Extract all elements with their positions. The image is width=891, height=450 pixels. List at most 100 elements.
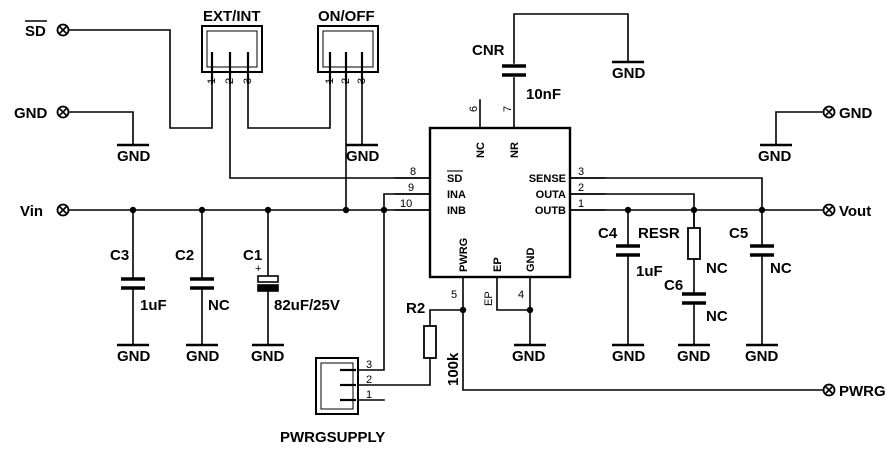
c6-value: NC [706, 308, 728, 325]
ext-int-label: EXT/INT [203, 8, 261, 25]
terminal-vout[interactable]: Vout [822, 203, 872, 220]
resistor-resr[interactable]: RESR NC [638, 225, 728, 277]
chip-pin-5-num: 5 [451, 289, 457, 301]
on-off-pin-3: 3 [356, 78, 368, 84]
resr-ref: RESR [638, 225, 680, 242]
c3-ref: C3 [110, 247, 129, 264]
ground-cnr: GND [612, 60, 646, 82]
ground-chip: GND [512, 343, 546, 365]
c5-value: NC [770, 260, 792, 277]
chip-pin-8-num: 8 [410, 166, 416, 178]
ground-symbols: GND GND GND GND GND GND GND [117, 60, 792, 365]
capacitor-c2[interactable]: C2 NC [175, 247, 230, 314]
ext-int-pin-1: 1 [206, 78, 218, 84]
capacitor-c5[interactable]: C5 NC [729, 225, 792, 277]
c6-ref: C6 [664, 277, 683, 294]
on-off-label: ON/OFF [318, 8, 375, 25]
chip-pin-ina-name: INA [447, 189, 466, 201]
c3-value: 1uF [140, 297, 167, 314]
ground-label: GND [186, 348, 220, 365]
resr-value: NC [706, 260, 728, 277]
chip-pin-4-num: 4 [518, 289, 524, 301]
c1-ref: C1 [243, 247, 262, 264]
c2-value: NC [208, 297, 230, 314]
ground-left-terminal: GND [117, 143, 151, 165]
r2-value: 100k [445, 352, 462, 386]
ground-c1: GND [251, 343, 285, 365]
chip-pin-gnd-name: GND [525, 248, 537, 273]
resistor-r2[interactable]: R2 100k [406, 300, 462, 386]
ground-c3: GND [117, 343, 151, 365]
pwrgsupply-pin-3: 3 [366, 359, 372, 371]
ground-label: GND [677, 348, 711, 365]
chip-pin-inb-name: INB [447, 205, 466, 217]
terminal-vin[interactable]: Vin [20, 203, 70, 220]
ground-label: GND [612, 348, 646, 365]
c5-ref: C5 [729, 225, 748, 242]
chip-pin-3-num: 3 [578, 166, 584, 178]
connector-pwrgsupply[interactable]: 3 2 1 PWRGSUPPLY [280, 357, 385, 446]
ground-label: GND [758, 148, 792, 165]
chip-pin-6-num: 6 [468, 106, 480, 112]
chip-pin-outa-name: OUTA [536, 189, 566, 201]
chip-pin-1-num: 1 [578, 198, 584, 210]
ground-c5: GND [745, 343, 779, 365]
capacitor-c1[interactable]: + C1 82uF/25V [243, 247, 340, 314]
gnd-left-label: GND [14, 105, 48, 122]
ground-c2: GND [186, 343, 220, 365]
chip-pin-sd-name: SD [447, 173, 462, 185]
ground-label: GND [346, 148, 380, 165]
chip-pin-7-num: 7 [502, 106, 514, 112]
chip-pin-10-num: 10 [400, 198, 412, 210]
r2-ref: R2 [406, 300, 425, 317]
c1-polarity-mark: + [255, 263, 261, 275]
chip-pin-ep-name: EP [492, 257, 504, 272]
connector-on-off[interactable]: ON/OFF 1 2 3 [317, 8, 379, 84]
on-off-pin-2: 2 [340, 78, 352, 84]
capacitor-c4[interactable]: C4 1uF [598, 225, 663, 280]
ground-label: GND [612, 65, 646, 82]
gnd-right-label: GND [839, 105, 873, 122]
vin-label: Vin [20, 203, 43, 220]
capacitor-c6[interactable]: C6 NC [664, 277, 728, 325]
ground-label: GND [251, 348, 285, 365]
ground-on-off: GND [346, 143, 380, 165]
junction-dots [129, 206, 766, 314]
ground-c6: GND [677, 343, 711, 365]
chip-ep-pad-label: EP [483, 291, 495, 306]
ext-int-pin-3: 3 [242, 78, 254, 84]
ground-right-terminal: GND [758, 143, 792, 165]
ground-label: GND [117, 148, 151, 165]
pwrgsupply-pin-2: 2 [366, 374, 372, 386]
on-off-pin-1: 1 [324, 78, 336, 84]
terminal-sd[interactable]: SD [25, 20, 70, 40]
chip-pin-2-num: 2 [578, 182, 584, 194]
chip-pin-outb-name: OUTB [535, 205, 566, 217]
terminal-gnd-right[interactable]: GND [822, 105, 873, 122]
vout-label: Vout [839, 203, 871, 220]
capacitor-c3[interactable]: C3 1uF [110, 247, 167, 314]
c1-value: 82uF/25V [274, 297, 340, 314]
pwrg-label: PWRG [839, 383, 886, 400]
connector-ext-int[interactable]: EXT/INT 1 2 3 [201, 8, 263, 84]
ext-int-pin-2: 2 [224, 78, 236, 84]
c2-ref: C2 [175, 247, 194, 264]
cnr-ref: CNR [472, 42, 505, 59]
ground-label: GND [745, 348, 779, 365]
c4-ref: C4 [598, 225, 618, 242]
terminal-pwrg[interactable]: PWRG [822, 383, 886, 400]
ground-c4: GND [612, 343, 646, 365]
capacitor-cnr[interactable]: CNR 10nF [472, 42, 561, 103]
pwrgsupply-label: PWRGSUPPLY [280, 429, 385, 446]
c4-value: 1uF [636, 263, 663, 280]
chip-pin-pwrg-name: PWRG [458, 238, 470, 272]
ground-label: GND [117, 348, 151, 365]
chip-pin-sense-name: SENSE [529, 173, 566, 185]
terminal-gnd-left[interactable]: GND [14, 105, 70, 122]
pwrgsupply-pin-1: 1 [366, 389, 372, 401]
regulator-chip[interactable]: 8 9 10 SD INA INB 3 2 1 SENSE OUTA OUTB … [394, 106, 606, 306]
chip-pin-nr-name: NR [509, 142, 521, 158]
sd-label: SD [25, 23, 46, 40]
ground-label: GND [512, 348, 546, 365]
